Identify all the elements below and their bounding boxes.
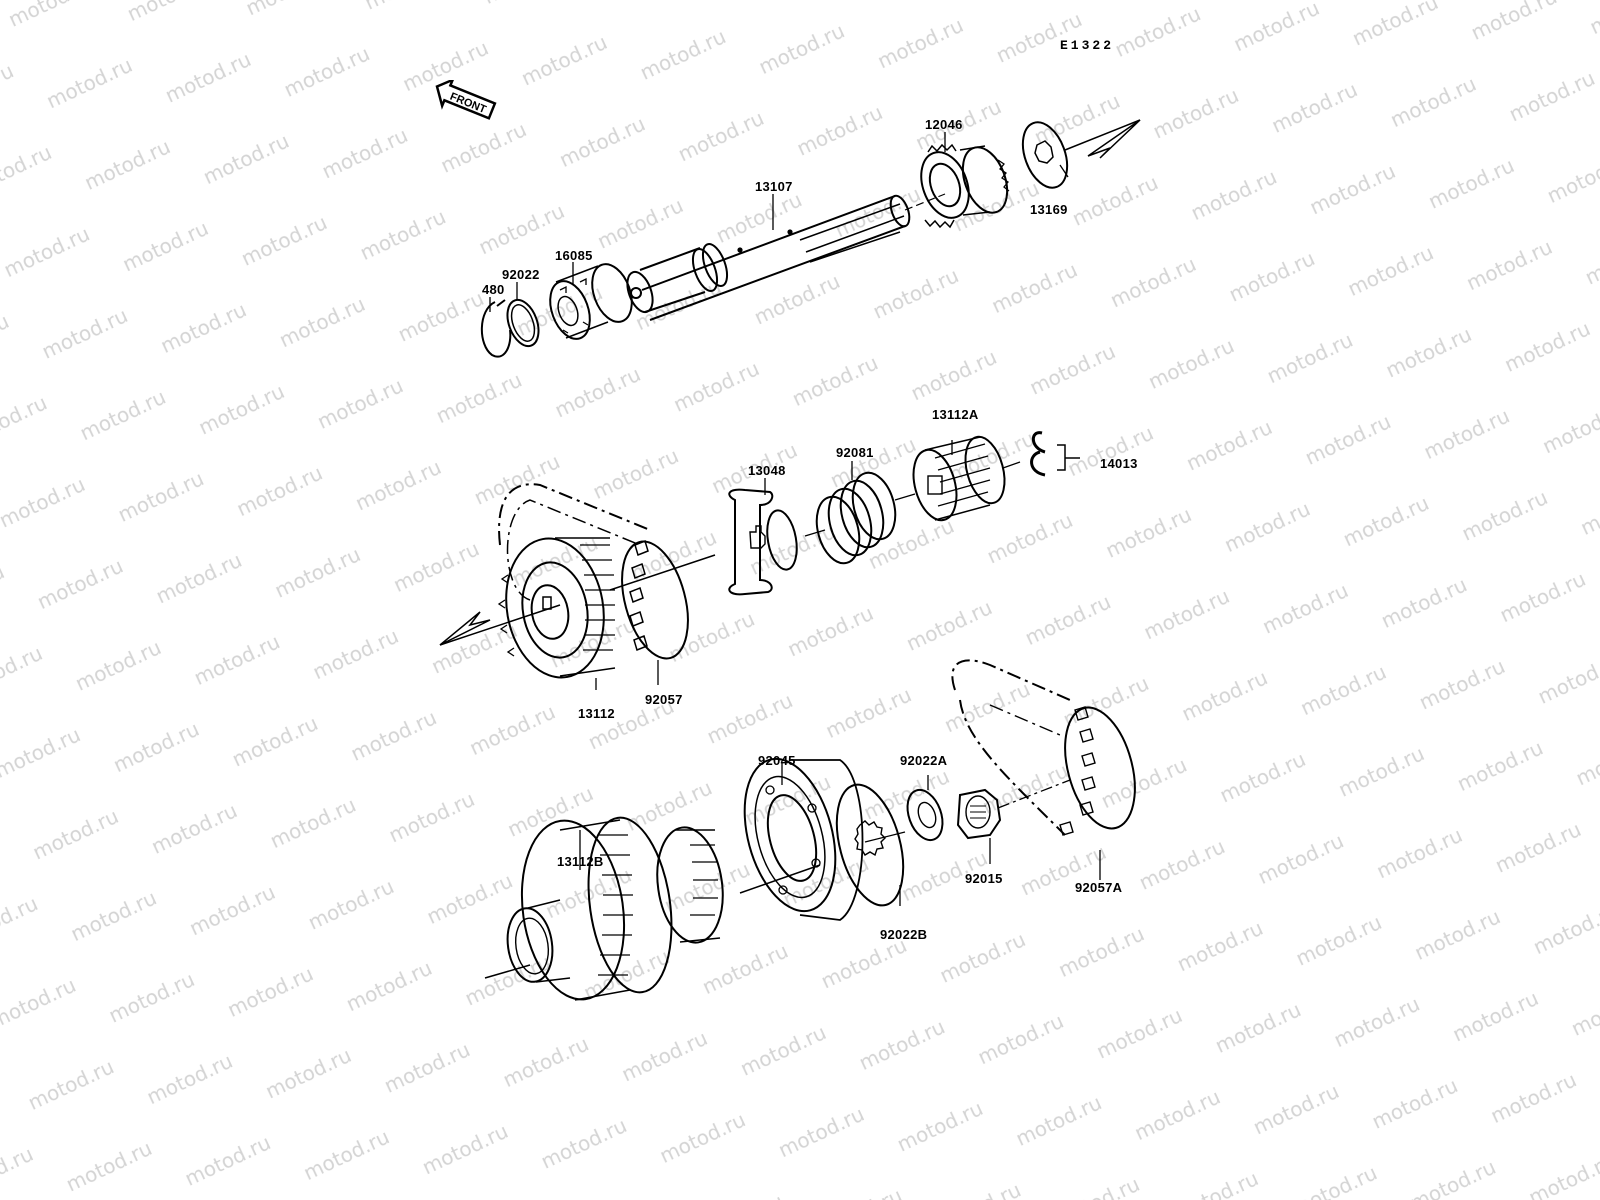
circlip-480: [480, 299, 512, 358]
gear-cluster-13112B: [484, 816, 821, 1001]
part-label-480[interactable]: 480: [482, 282, 505, 297]
circlip-14013: [1030, 431, 1080, 477]
washer-92022B: [835, 783, 906, 907]
sprocket-13112: [497, 537, 616, 679]
nut-92015: [956, 779, 1071, 840]
spring-92081: [804, 471, 916, 565]
washer-92022A: [906, 788, 944, 842]
part-label-16085[interactable]: 16085: [555, 248, 593, 263]
direction-arrow-top: [1064, 119, 1141, 159]
part-label-92022B[interactable]: 92022B: [880, 927, 928, 942]
part-label-92022[interactable]: 92022: [502, 267, 540, 282]
part-label-92081[interactable]: 92081: [836, 445, 874, 460]
direction-arrow-left: [439, 554, 716, 646]
part-label-13107[interactable]: 13107: [755, 179, 793, 194]
part-label-92057A[interactable]: 92057A: [1075, 880, 1123, 895]
bearing-92045: [743, 757, 864, 921]
front-arrow-icon: FRONT: [435, 80, 497, 120]
sprocket-12046: [920, 143, 1010, 229]
part-label-13112B[interactable]: 13112B: [557, 854, 604, 869]
part-label-92022A[interactable]: 92022A: [900, 753, 948, 768]
part-label-13048[interactable]: 13048: [748, 463, 786, 478]
chain-92057: [498, 483, 689, 660]
diagram-code: E1322: [1060, 38, 1115, 53]
part-label-14013[interactable]: 14013: [1100, 456, 1138, 471]
part-label-92015[interactable]: 92015: [965, 871, 1003, 886]
gear-16085: [549, 263, 633, 340]
washer-92022: [506, 298, 540, 348]
washer-13169: [1021, 121, 1069, 189]
part-label-12046[interactable]: 12046: [925, 117, 963, 132]
part-label-13112[interactable]: 13112: [578, 706, 615, 721]
shaft-13107: [626, 193, 946, 321]
gear-13112A: [912, 435, 1021, 522]
part-label-92057[interactable]: 92057: [645, 692, 683, 707]
chain-92057A: [951, 659, 1136, 836]
part-label-13169[interactable]: 13169: [1030, 202, 1068, 217]
part-label-13112A[interactable]: 13112A: [932, 407, 979, 422]
part-label-92045[interactable]: 92045: [758, 753, 796, 768]
dog-clutch-13048: [728, 488, 798, 596]
